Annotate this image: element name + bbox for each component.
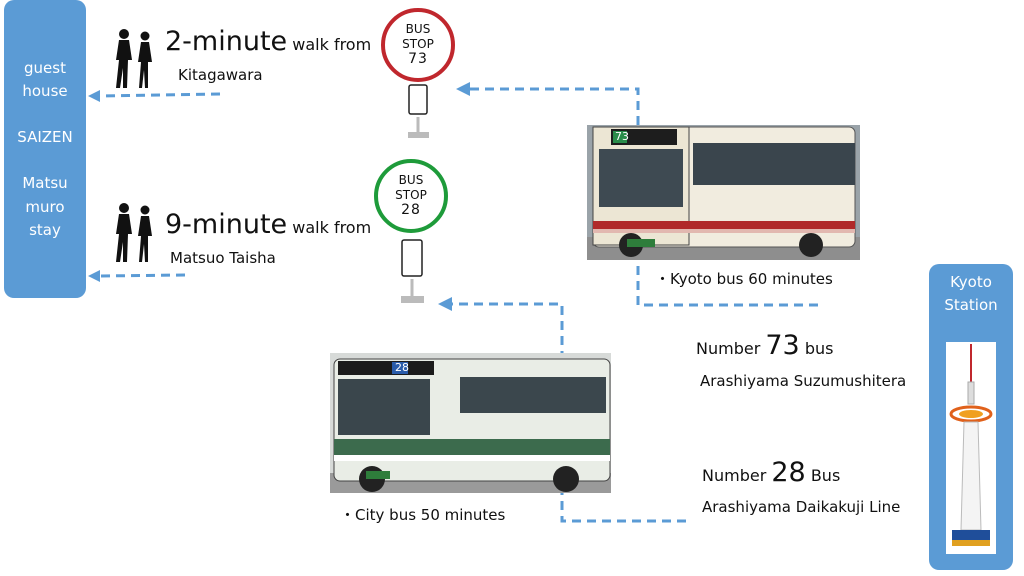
kyoto-bus-caption: ・Kyoto bus 60 minutes [655,270,833,288]
walking-people-icon [116,29,152,88]
walk1-time: 2-minute [165,26,288,57]
bus73-heading: Number 73 bus [696,330,833,361]
city-bus-caption: ・City bus 50 minutes [340,506,506,524]
city-bus-illustration [330,353,611,493]
stop73-line2: STOP [402,37,434,51]
kyoto-tower-icon [949,344,993,546]
kyoto-bus-illustration [587,125,860,260]
walk2-arrow [99,273,186,278]
stop73-line1: BUS [405,22,431,36]
kyoto-station-box: Kyoto Station [929,264,1013,570]
stop28-line2: STOP [395,188,427,202]
guest-house-line: Matsu [22,174,68,192]
walking-people-icon [116,203,152,262]
walk1-heading: 2-minute walk from [165,26,371,57]
walk2-time: 9-minute [165,209,288,240]
bus-stop-28-pole [401,239,424,303]
bus-stop-73-sign: BUS STOP 73 [381,8,455,82]
guest-house-name: SAIZEN [17,128,73,146]
bus73-suffix: bus [804,339,834,358]
stop28-number: 28 [401,202,421,218]
bus-stop-73-pole [408,84,429,138]
walk1-place: Kitagawara [178,66,263,84]
bus73-number: 73 [765,330,800,361]
guest-house-line: guest [24,59,66,77]
bus28-route: Arashiyama Daikakuji Line [702,498,901,516]
station-line: Station [944,296,998,314]
station-line: Kyoto [950,273,992,291]
bus73-route: Arashiyama Suzumushitera [700,372,907,390]
walk2-place: Matsuo Taisha [170,249,276,267]
bus28-number: 28 [771,457,806,488]
kyoto-tower-image [946,342,996,554]
walk1-arrow [99,92,221,98]
arrowheads [88,82,470,311]
stop73-number: 73 [408,51,428,67]
walk2-suffix: walk from [292,218,372,237]
kyoto-bus-photo: 73 [587,125,860,260]
bus28-heading: Number 28 Bus [702,457,840,488]
bus28-prefix: Number [702,466,767,485]
guest-house-line: stay [29,221,61,239]
bus73-sign-number: 73 [615,130,629,143]
bus28-sign-number: 28 [395,361,409,374]
guest-house-box: guest house SAIZEN Matsu muro stay [4,0,86,298]
bus-stop-28-sign: BUS STOP 28 [374,159,448,233]
city-bus-photo: 28 [330,353,611,493]
guest-house-line: house [22,82,68,100]
walk1-suffix: walk from [292,35,372,54]
bus73-prefix: Number [696,339,761,358]
guest-house-line: muro [25,198,65,216]
stop28-line1: BUS [398,173,424,187]
walk2-heading: 9-minute walk from [165,209,371,240]
bus28-suffix: Bus [810,466,841,485]
